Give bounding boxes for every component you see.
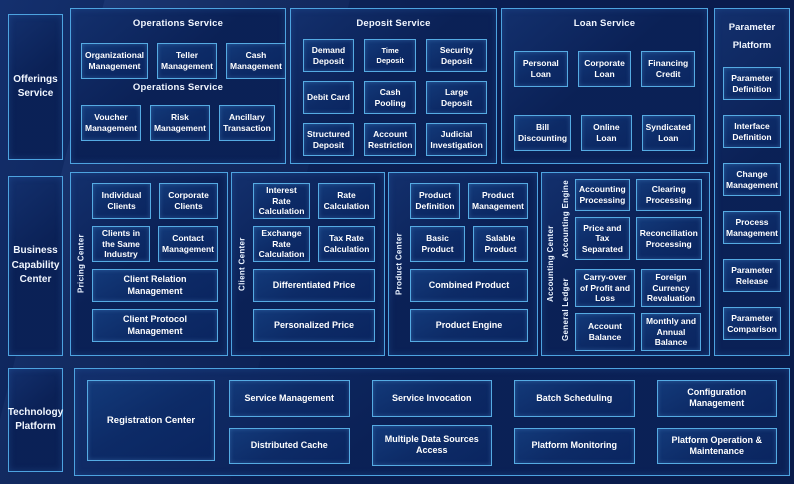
loan-service-title: Loan Service: [573, 18, 636, 29]
node-personal-loan: Personal Loan: [514, 51, 568, 87]
product-center-vertical-label: Product Center: [394, 233, 404, 295]
pricing-center-vertical-label: Pricing Center: [76, 234, 86, 294]
node-product-definition: Product Definition: [410, 183, 461, 219]
node-cash-pooling: Cash Pooling: [363, 81, 417, 114]
node-accounting-processing: Accounting Processing: [575, 179, 630, 212]
operations-service-title: Operations Service: [132, 18, 224, 29]
node-individual-clients: Individual Clients: [92, 183, 151, 219]
accounting-engine-vertical-label: Accounting Engine: [561, 180, 570, 259]
panel-technology-platform: Registration Center Service Management S…: [74, 368, 790, 476]
panel-operations-service: Operations Service Organizational Manage…: [70, 8, 286, 164]
node-personalized-price: Personalized Price: [253, 309, 375, 342]
node-salable-product: Salable Product: [473, 226, 528, 262]
node-distributed-cache: Distributed Cache: [229, 427, 350, 464]
node-online-loan: Online Loan: [581, 115, 632, 151]
node-demand-deposit: Demand Deposit: [303, 39, 354, 72]
panel-pricing-center: Pricing Center Individual Clients Corpor…: [70, 172, 228, 356]
panel-product-center: Product Center Product Definition Produc…: [388, 172, 538, 356]
node-configuration-management: Configuration Management: [656, 380, 777, 417]
rail-technology-platform-label: Technology Platform: [7, 406, 64, 433]
node-interface-definition: Interface Definition: [723, 115, 781, 149]
node-ancillary-transaction: Ancillary Transaction: [218, 105, 275, 141]
node-tax-rate-calculation: Tax Rate Calculation: [318, 226, 375, 262]
node-exchange-rate-calculation: Exchange Rate Calculation: [253, 226, 310, 262]
panel-parameter-platform: Parameter Platform Parameter Definition …: [714, 8, 790, 356]
node-clearing-processing: Clearing Processing: [635, 179, 702, 212]
operations-service-subtitle: Operations Service: [132, 82, 224, 93]
accounting-center-vertical-label: Accounting Center: [546, 225, 555, 303]
node-syndicated-loan: Syndicated Loan: [641, 115, 695, 151]
node-interest-rate-calculation: Interest Rate Calculation: [253, 183, 310, 219]
panel-client-center: Client Center Interest Rate Calculation …: [231, 172, 385, 356]
node-product-management: Product Management: [468, 183, 528, 219]
node-combined-product: Combined Product: [410, 269, 528, 302]
node-risk-management: Risk Management: [149, 105, 210, 141]
node-registration-center: Registration Center: [87, 380, 215, 461]
node-carry-over-of-profit-and-loss: Carry-over of Profit and Loss: [575, 269, 635, 307]
node-organizational-management: Organizational Management: [81, 43, 149, 79]
rail-offerings-service-label: Offerings Service: [13, 73, 58, 100]
node-client-protocol-management: Client Protocol Management: [92, 309, 218, 342]
rail-technology-platform: Technology Platform: [8, 368, 63, 472]
node-debit-card: Debit Card: [303, 81, 354, 114]
rail-business-capability-center: Business Capability Center: [8, 176, 63, 356]
node-reconciliation-processing: Reconciliation Processing: [635, 217, 702, 260]
node-price-and-tax-separated: Price and Tax Separated: [575, 217, 630, 260]
node-structured-deposit: Structured Deposit: [303, 123, 354, 156]
node-security-deposit: Security Deposit: [426, 39, 487, 72]
panel-accounting-center: Accounting Center Accounting Engine Acco…: [541, 172, 710, 356]
general-ledger-vertical-label: General Ledger: [561, 278, 570, 341]
node-account-balance: Account Balance: [575, 312, 635, 351]
node-rate-calculation: Rate Calculation: [318, 183, 375, 219]
node-bill-discounting: Bill Discounting: [514, 115, 572, 151]
node-differentiated-price: Differentiated Price: [253, 269, 375, 302]
node-service-management: Service Management: [229, 380, 350, 417]
node-parameter-definition: Parameter Definition: [723, 67, 781, 101]
node-judicial-investigation: Judicial Investigation: [426, 123, 487, 156]
node-large-deposit: Large Deposit: [426, 81, 487, 114]
node-corporate-clients: Corporate Clients: [159, 183, 218, 219]
panel-loan-service: Loan Service Personal Loan Corporate Loa…: [501, 8, 708, 164]
node-contact-management: Contact Management: [158, 226, 218, 262]
node-foreign-currency-revaluation: Foreign Currency Revaluation: [641, 269, 701, 307]
node-client-relation-management: Client Relation Management: [92, 269, 218, 302]
node-basic-product: Basic Product: [410, 226, 465, 262]
node-corporate-loan: Corporate Loan: [577, 51, 632, 87]
node-clients-in-the-same-industry: Clients in the Same Industry: [92, 226, 151, 262]
general-ledger-group: General Ledger Carry-over of Profit and …: [558, 269, 701, 351]
node-product-engine: Product Engine: [410, 309, 528, 342]
node-process-management: Process Management: [723, 211, 781, 245]
node-change-management: Change Management: [723, 163, 781, 197]
node-teller-management: Teller Management: [157, 43, 217, 79]
node-platform-monitoring: Platform Monitoring: [514, 427, 635, 464]
parameter-platform-title: Parameter Platform: [728, 22, 776, 52]
node-voucher-management: Voucher Management: [81, 105, 141, 141]
rail-business-capability-center-label: Business Capability Center: [11, 245, 60, 286]
rail-offerings-service: Offerings Service: [8, 14, 63, 160]
node-monthly-and-annual-balance: Monthly and Annual Balance: [641, 312, 701, 351]
accounting-engine-group: Accounting Engine Accounting Processing …: [558, 179, 702, 260]
panel-deposit-service: Deposit Service Demand Deposit Time Depo…: [290, 8, 497, 164]
client-center-vertical-label: Client Center: [237, 237, 247, 291]
node-platform-operation-maintenance: Platform Operation & Maintenance: [656, 427, 777, 464]
node-multiple-data-sources-access: Multiple Data Sources Access: [371, 424, 492, 466]
node-account-restriction: Account Restriction: [363, 123, 417, 156]
deposit-service-title: Deposit Service: [356, 18, 431, 29]
node-service-invocation: Service Invocation: [371, 380, 492, 417]
node-parameter-release: Parameter Release: [723, 259, 781, 293]
node-time-deposit: Time Deposit: [363, 39, 417, 72]
node-parameter-comparison: Parameter Comparison: [723, 307, 781, 341]
node-cash-management: Cash Management: [226, 43, 286, 79]
node-batch-scheduling: Batch Scheduling: [514, 380, 635, 417]
node-financing-credit: Financing Credit: [641, 51, 696, 87]
